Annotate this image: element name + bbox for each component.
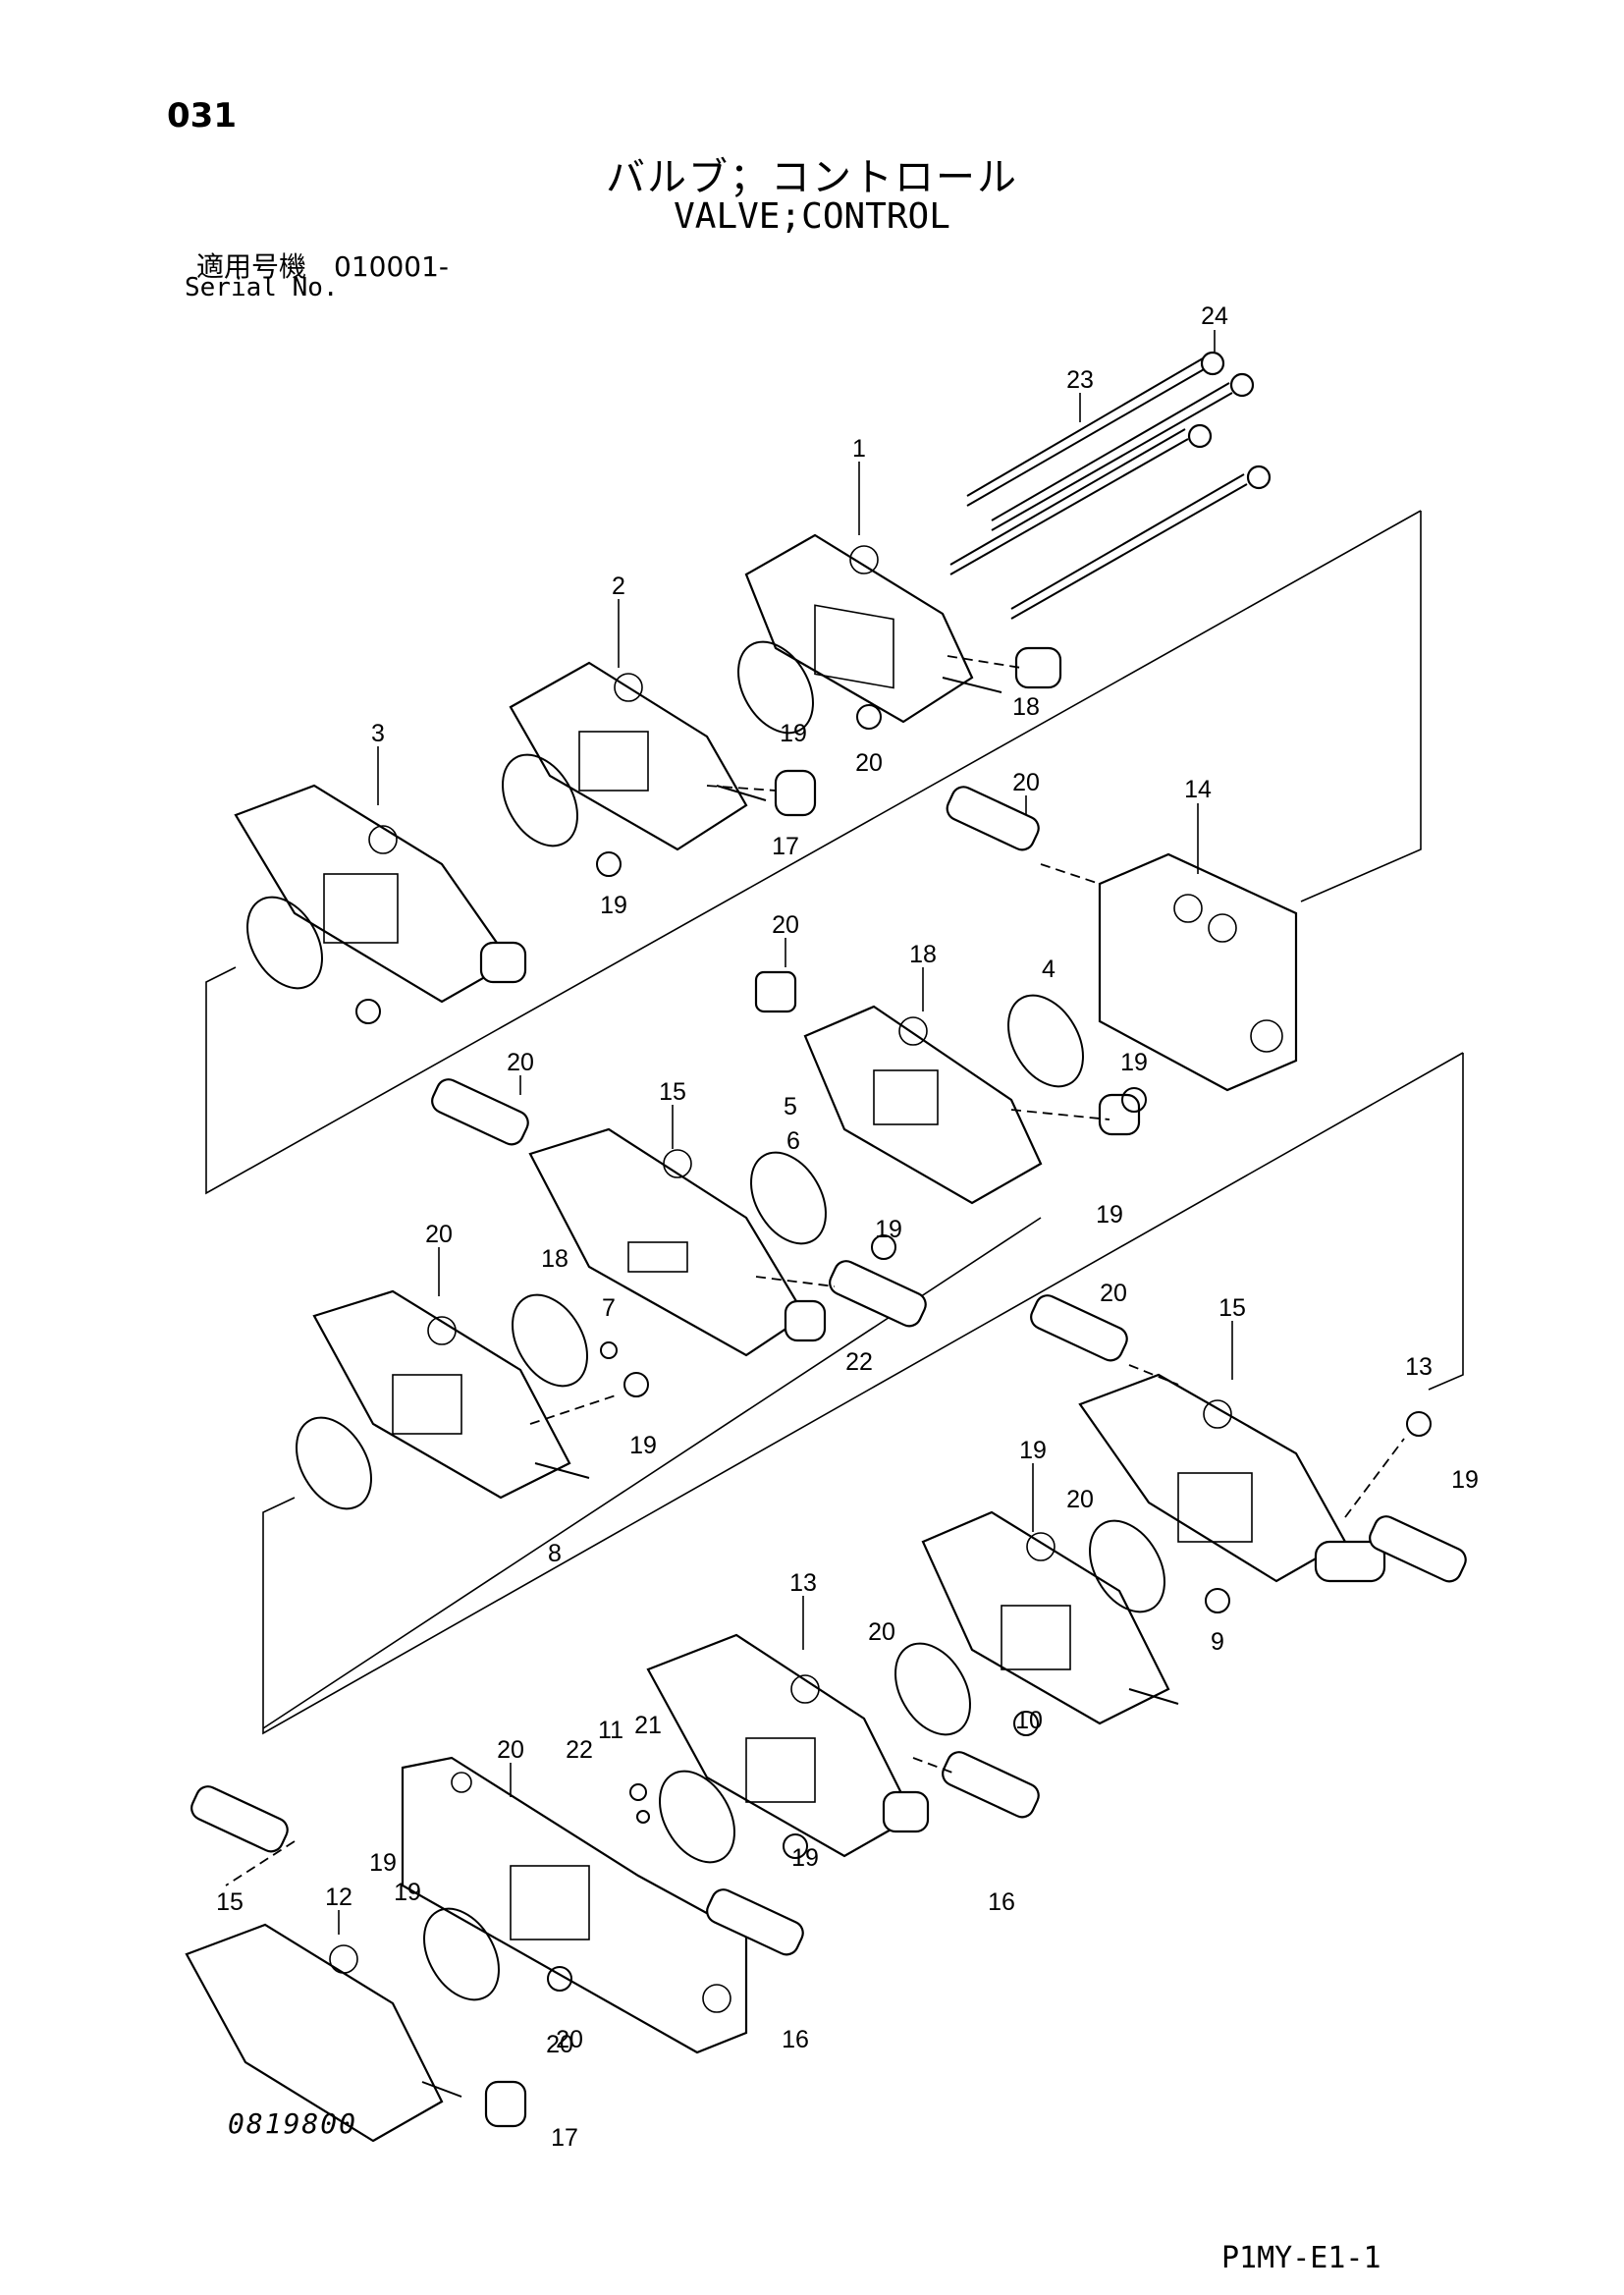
callout-number: 18: [541, 1245, 568, 1273]
valve-section-5: [754, 970, 1141, 1205]
callout-number: 20: [772, 911, 799, 939]
assembly-frame-lines: [205, 510, 1464, 1735]
callout-number: 20: [425, 1221, 453, 1248]
callout-number: 19: [1019, 1437, 1047, 1464]
callout-number: 15: [659, 1078, 686, 1106]
callout-number: 16: [988, 1888, 1015, 1916]
valve-section-11: [401, 1756, 748, 2054]
valve-section-10: [646, 1633, 930, 1858]
valve-section-12: [185, 1923, 527, 2143]
callout-number: 19: [600, 892, 627, 919]
o-rings: [246, 640, 1432, 2001]
callout-number: 20: [1100, 1280, 1127, 1307]
callout-number: 19: [791, 1844, 819, 1872]
callout-number: 4: [1042, 956, 1056, 983]
callout-number: 13: [789, 1569, 817, 1597]
valve-section-8: [1078, 1373, 1386, 1583]
callout-number: 23: [1066, 366, 1094, 394]
callout-number: 5: [784, 1093, 797, 1120]
drawing-number: 0819800: [228, 2107, 358, 2140]
assembly-dashed-lines: [225, 655, 1405, 1886]
serial-label-english: Serial No.: [185, 273, 339, 302]
callout-number: 20: [855, 749, 883, 777]
relief-valves: [190, 786, 1467, 1956]
callout-number: 19: [1096, 1201, 1123, 1229]
callout-number: 19: [629, 1432, 657, 1459]
valve-section-2: [509, 661, 817, 851]
valve-section-4: [1098, 852, 1298, 1092]
callout-number: 13: [1405, 1353, 1433, 1381]
callout-number: 1: [852, 435, 866, 463]
callout-number: 19: [875, 1216, 902, 1243]
callout-number: 17: [551, 2124, 578, 2152]
callout-leaders: [338, 330, 1233, 1935]
callout-number: 18: [1012, 693, 1040, 721]
callout-number: 20: [556, 2026, 583, 2053]
callout-number: 22: [845, 1348, 873, 1376]
callout-number: 12: [325, 1884, 352, 1911]
sheet-code: P1MY-E1-1: [1221, 2241, 1381, 2275]
callout-number: 19: [369, 1849, 397, 1877]
valve-section-6: [528, 1127, 827, 1357]
callout-number: 2: [612, 573, 625, 600]
callout-number: 16: [782, 2026, 809, 2053]
callout-number: 20: [1012, 769, 1040, 796]
callout-number: 10: [1015, 1707, 1043, 1734]
page-title-english: VALVE;CONTROL: [674, 196, 950, 237]
serial-label-japanese: 適用号機 010001-: [196, 250, 449, 283]
callout-number: 20: [868, 1618, 895, 1646]
callout-number: 19: [780, 720, 807, 747]
callout-number: 21: [634, 1712, 662, 1739]
callout-number: 8: [548, 1540, 562, 1567]
callout-number: 6: [786, 1127, 800, 1155]
tie-rods: [949, 351, 1272, 620]
callout-number: 17: [772, 833, 799, 860]
callout-number: 15: [216, 1888, 244, 1916]
callout-number: 20: [546, 2031, 573, 2058]
callout-number: 19: [1120, 1049, 1148, 1076]
page-number: 031: [167, 96, 237, 136]
callout-number: 22: [566, 1736, 593, 1764]
callout-number: 19: [394, 1879, 421, 1906]
callout-number: 20: [1066, 1486, 1094, 1513]
callout-number: 20: [507, 1049, 534, 1076]
callout-number: 18: [909, 941, 937, 968]
valve-section-7: [312, 1289, 590, 1500]
callout-number: 24: [1201, 302, 1228, 330]
callout-number: 19: [1451, 1466, 1479, 1494]
callout-number: 9: [1211, 1628, 1224, 1656]
valve-section-3: [234, 784, 527, 1004]
page-title-japanese: バルブ；コントロール: [606, 155, 1018, 200]
callout-number: 15: [1218, 1294, 1246, 1322]
callout-number: 3: [371, 720, 385, 747]
callout-number: 14: [1184, 776, 1212, 803]
valve-section-9: [921, 1510, 1179, 1725]
callout-number: 7: [602, 1294, 616, 1322]
callout-number: 11: [598, 1717, 623, 1744]
callout-number: 20: [497, 1736, 524, 1764]
